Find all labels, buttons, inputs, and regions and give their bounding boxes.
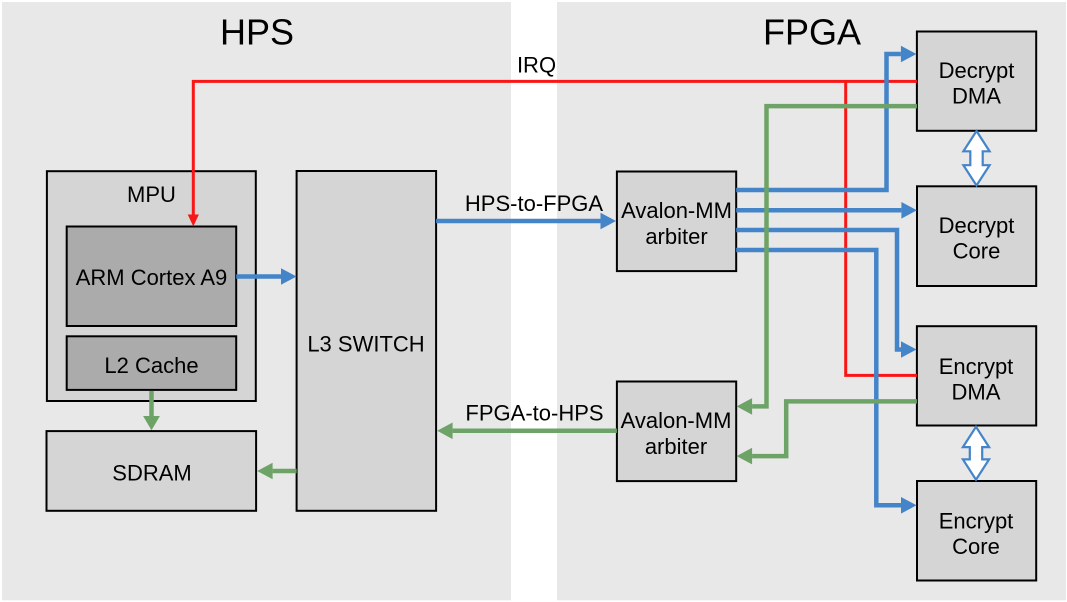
svg-text:arbiter: arbiter: [645, 434, 707, 459]
svg-text:DMA: DMA: [952, 84, 1001, 109]
svg-text:ARM Cortex A9: ARM Cortex A9: [76, 265, 228, 290]
svg-text:Avalon-MM: Avalon-MM: [621, 408, 732, 433]
svg-text:arbiter: arbiter: [645, 224, 707, 249]
svg-text:Encrypt: Encrypt: [939, 509, 1014, 534]
svg-text:Core: Core: [953, 239, 1001, 264]
svg-text:MPU: MPU: [127, 182, 176, 207]
svg-text:FPGA: FPGA: [763, 12, 861, 53]
svg-text:L3 SWITCH: L3 SWITCH: [307, 332, 424, 357]
svg-text:L2 Cache: L2 Cache: [104, 353, 198, 378]
svg-text:Core: Core: [952, 534, 1000, 559]
svg-text:Decrypt: Decrypt: [939, 58, 1015, 83]
svg-text:FPGA-to-HPS: FPGA-to-HPS: [465, 400, 603, 425]
svg-text:Encrypt: Encrypt: [939, 354, 1014, 379]
svg-text:Avalon-MM: Avalon-MM: [621, 198, 732, 223]
svg-text:SDRAM: SDRAM: [112, 461, 191, 486]
svg-text:HPS-to-FPGA: HPS-to-FPGA: [465, 191, 603, 216]
svg-text:HPS: HPS: [220, 12, 294, 53]
svg-text:DMA: DMA: [952, 380, 1001, 405]
svg-text:IRQ: IRQ: [517, 53, 556, 78]
svg-text:Decrypt: Decrypt: [939, 213, 1015, 238]
